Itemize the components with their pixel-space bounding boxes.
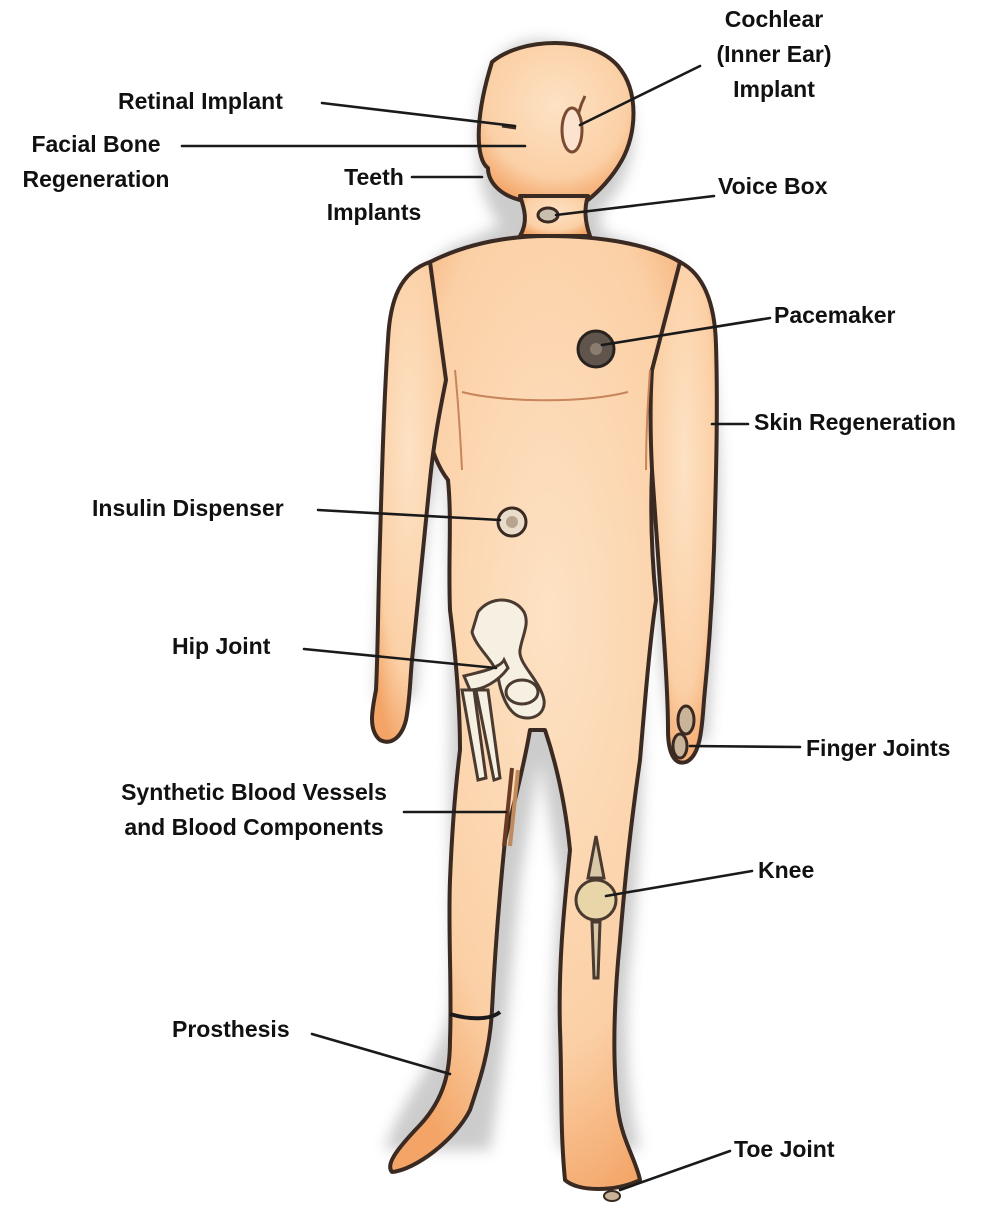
label-prosthesis: Prosthesis [172,1012,290,1047]
label-synthetic-blood-vessels: Synthetic Blood Vessels and Blood Compon… [96,775,412,845]
label-toe-joint: Toe Joint [734,1132,835,1167]
label-teeth-line1: Teeth [312,160,436,195]
label-facial-bone-line1: Facial Bone [8,127,184,162]
left-arm [372,262,446,742]
label-retinal-implant: Retinal Implant [118,84,283,119]
label-teeth-implants: Teeth Implants [312,160,436,230]
label-finger-joints: Finger Joints [806,731,950,766]
label-cochlear-line3: Implant [704,72,844,107]
label-cochlear-line1: Cochlear [704,2,844,37]
leader-finger [690,746,800,747]
label-hip-joint: Hip Joint [172,629,270,664]
label-blood-vessels-line2: and Blood Components [96,810,412,845]
head [479,43,634,200]
label-teeth-line2: Implants [312,195,436,230]
label-facial-bone-regeneration: Facial Bone Regeneration [8,127,184,197]
label-facial-bone-line2: Regeneration [8,162,184,197]
label-blood-vessels-line1: Synthetic Blood Vessels [96,775,412,810]
label-pacemaker: Pacemaker [774,298,896,333]
label-skin-regeneration: Skin Regeneration [754,405,956,440]
label-cochlear-line2: (Inner Ear) [704,37,844,72]
label-voice-box: Voice Box [718,169,828,204]
cochlear-implant-icon [562,108,582,152]
leader-prosthesis [312,1034,450,1074]
label-knee: Knee [758,853,814,888]
toe-joint-icon [604,1191,620,1201]
right-arm [651,262,717,763]
label-cochlear-implant: Cochlear (Inner Ear) Implant [704,2,844,107]
label-insulin-dispenser: Insulin Dispenser [92,491,284,526]
